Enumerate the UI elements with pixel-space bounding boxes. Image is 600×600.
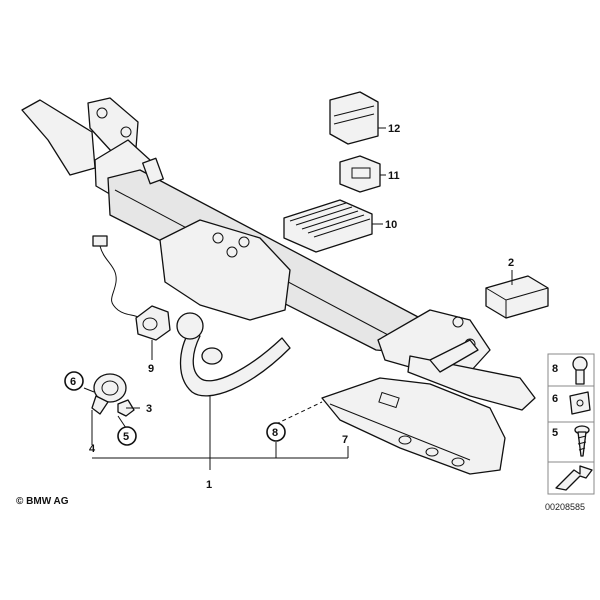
callout-10: 10 bbox=[385, 219, 397, 231]
bolt-icon bbox=[572, 356, 588, 385]
connector-11[interactable] bbox=[339, 155, 381, 193]
callout-2: 2 bbox=[508, 257, 514, 269]
panel-label-5: 5 bbox=[552, 427, 558, 439]
callout-3: 3 bbox=[146, 403, 152, 415]
document-number: 00208585 bbox=[545, 502, 586, 512]
svg-text:8: 8 bbox=[272, 427, 278, 439]
svg-text:5: 5 bbox=[123, 431, 129, 443]
clip-nut-icon bbox=[569, 391, 591, 415]
leader-lines bbox=[83, 127, 513, 470]
bumper-bracket[interactable] bbox=[321, 377, 506, 475]
wiring-harness-socket[interactable] bbox=[92, 235, 171, 341]
callout-circle-6: 6 bbox=[64, 371, 84, 391]
callout-4: 4 bbox=[89, 443, 96, 455]
callout-circle-8: 8 bbox=[266, 422, 286, 442]
orientation-arrow-icon bbox=[555, 465, 593, 491]
connector-12[interactable] bbox=[329, 91, 379, 145]
tow-hitch-assembly[interactable] bbox=[21, 97, 536, 411]
copyright-label: © BMW AG bbox=[16, 496, 69, 507]
panel-label-8: 8 bbox=[552, 363, 558, 375]
callout-11: 11 bbox=[388, 170, 400, 182]
screw-icon bbox=[574, 425, 590, 457]
small-parts-panel: 8 6 5 bbox=[547, 353, 595, 495]
panel-label-6: 6 bbox=[552, 393, 558, 405]
callout-9: 9 bbox=[148, 363, 154, 375]
callout-12: 12 bbox=[388, 123, 400, 135]
callout-1: 1 bbox=[206, 479, 212, 491]
control-module[interactable] bbox=[485, 275, 549, 319]
heat-sink-module[interactable] bbox=[283, 199, 373, 253]
svg-text:6: 6 bbox=[70, 376, 76, 388]
fixing-ring-assembly[interactable] bbox=[91, 373, 135, 417]
callout-7: 7 bbox=[342, 434, 348, 446]
callout-circle-5: 5 bbox=[117, 426, 137, 446]
